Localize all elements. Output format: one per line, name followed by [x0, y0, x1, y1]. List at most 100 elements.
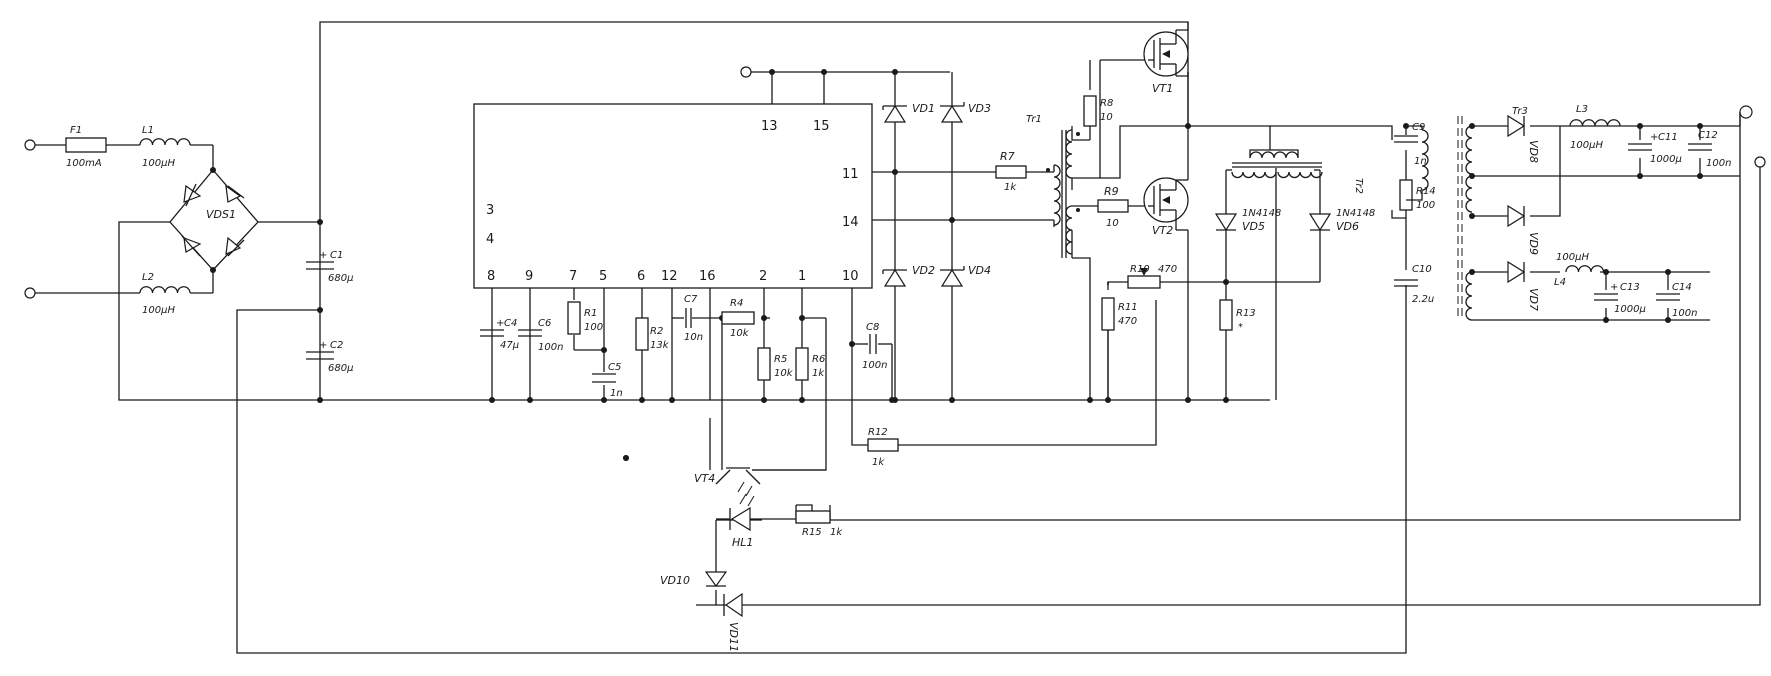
svg-text:1N4148: 1N4148 [1336, 208, 1375, 219]
ic-pin-14: 14 [842, 215, 859, 230]
diode-VD1: VD1 [882, 102, 935, 123]
svg-text:470: 470 [1118, 316, 1137, 327]
svg-text:VD4: VD4 [968, 264, 991, 277]
svg-text:C13: C13 [1620, 282, 1640, 293]
svg-text:100n: 100n [538, 342, 563, 353]
resistor-R1: R1 100 [567, 301, 603, 335]
svg-text:HL1: HL1 [732, 536, 753, 549]
svg-text:1n: 1n [1414, 156, 1427, 167]
resistor-R6: R6 1k [795, 347, 825, 381]
resistor-R4: R4 10k [721, 298, 755, 339]
diode-VD6: 1N4148 VD6 [1308, 208, 1375, 233]
capacitor-C14: C14 100n [1656, 282, 1697, 319]
svg-text:C7: C7 [684, 294, 698, 305]
svg-text:VD11: VD11 [727, 622, 740, 652]
svg-text:C12: C12 [1698, 130, 1718, 141]
svg-text:C10: C10 [1412, 264, 1432, 275]
svg-text:+: + [319, 340, 327, 351]
resistor-R9: R9 10 [1097, 185, 1129, 229]
svg-text:1k: 1k [812, 368, 825, 379]
svg-text:100mA: 100mA [66, 158, 102, 169]
mosfet-VT2: VT2 [1143, 177, 1189, 237]
svg-text:VD2: VD2 [912, 264, 935, 277]
svg-text:VT2: VT2 [1152, 224, 1173, 237]
diode-VD11: VD11 [723, 592, 743, 652]
ic-pin-7: 7 [569, 269, 577, 284]
output-terminal-minus [1754, 156, 1766, 168]
svg-text:R15: R15 [802, 527, 822, 538]
ic-pin-12: 12 [661, 269, 678, 284]
capacitor-C7: C7 10n [684, 294, 703, 343]
svg-text:C6: C6 [538, 318, 551, 329]
svg-text:C9: C9 [1412, 122, 1425, 133]
svg-text:VD8: VD8 [1527, 140, 1540, 163]
svg-text:L2: L2 [142, 272, 154, 283]
resistor-R8: R8 10 [1083, 95, 1113, 127]
svg-text:680µ: 680µ [328, 363, 353, 374]
svg-text:+: + [319, 250, 327, 261]
terminals [24, 66, 1766, 299]
resistor-R15: R15 1k [795, 504, 843, 538]
svg-text:R11: R11 [1118, 302, 1138, 313]
svg-text:R2: R2 [650, 326, 663, 337]
ic-pin-10: 10 [842, 269, 859, 284]
svg-text:10k: 10k [774, 368, 794, 379]
resistor-R13: R13 * [1219, 299, 1256, 333]
wires [30, 21, 1761, 654]
svg-text:100µH: 100µH [1556, 252, 1589, 263]
svg-text:C8: C8 [866, 322, 879, 333]
svg-text:1k: 1k [872, 457, 885, 468]
capacitor-C4: + C4 47µ [480, 318, 519, 351]
svg-text:1000µ: 1000µ [1614, 304, 1646, 315]
inductor-L1: L1 100µH [139, 125, 191, 169]
capacitor-C11: + C11 1000µ [1628, 132, 1682, 165]
ic-pin-4: 4 [486, 232, 494, 247]
svg-text:*: * [1238, 322, 1243, 333]
svg-text:R6: R6 [812, 354, 825, 365]
svg-text:10: 10 [1100, 112, 1113, 123]
ac-terminal-top [24, 139, 36, 151]
control-ic: 13 15 11 14 3 4 8 9 7 5 6 12 16 2 1 10 [473, 103, 873, 289]
svg-text:+: + [496, 318, 504, 329]
svg-text:L1: L1 [142, 125, 154, 136]
svg-text:VD1: VD1 [912, 102, 935, 115]
ic-pin-9: 9 [525, 269, 533, 284]
svg-text:R10: R10 [1130, 264, 1150, 275]
ic-pin-11: 11 [842, 167, 859, 182]
diode-VD8: VD8 [1507, 114, 1540, 163]
svg-text:VD3: VD3 [968, 102, 991, 115]
capacitor-C9: C9 1n [1394, 122, 1427, 167]
ic-pin-15: 15 [813, 119, 830, 134]
diode-VD7: VD7 [1507, 260, 1540, 311]
capacitor-C1: + C1 680µ [306, 250, 353, 284]
svg-text:VD7: VD7 [1527, 288, 1540, 311]
svg-text:100µH: 100µH [142, 305, 175, 316]
junction-dots [210, 69, 1703, 461]
svg-text:100µH: 100µH [1570, 140, 1603, 151]
ic-pin-13: 13 [761, 119, 778, 134]
capacitor-C12: C12 100n [1688, 130, 1731, 169]
resistor-R2: R2 13k [635, 317, 670, 351]
svg-text:Tr1: Tr1 [1026, 114, 1042, 125]
output-terminal-plus [1739, 105, 1753, 119]
svg-text:100n: 100n [862, 360, 887, 371]
svg-text:C5: C5 [608, 362, 621, 373]
svg-text:2.2u: 2.2u [1412, 294, 1434, 305]
svg-text:L3: L3 [1576, 104, 1588, 115]
svg-text:10: 10 [1106, 218, 1119, 229]
svg-text:R8: R8 [1100, 98, 1113, 109]
svg-text:C11: C11 [1658, 132, 1678, 143]
inductor-L3: L3 100µH [1569, 104, 1621, 151]
svg-text:R5: R5 [774, 354, 787, 365]
svg-text:R1: R1 [584, 308, 597, 319]
capacitor-C10: C10 2.2u [1394, 264, 1434, 305]
svg-text:1n: 1n [610, 388, 623, 399]
svg-text:R13: R13 [1236, 308, 1256, 319]
svg-text:VDS1: VDS1 [206, 208, 236, 221]
svg-text:R9: R9 [1104, 185, 1119, 198]
led-HL1: HL1 [716, 493, 796, 549]
svg-text:R7: R7 [1000, 150, 1015, 163]
svg-text:100: 100 [1416, 200, 1435, 211]
diode-VD9: VD9 [1507, 204, 1540, 255]
svg-text:13k: 13k [650, 340, 670, 351]
